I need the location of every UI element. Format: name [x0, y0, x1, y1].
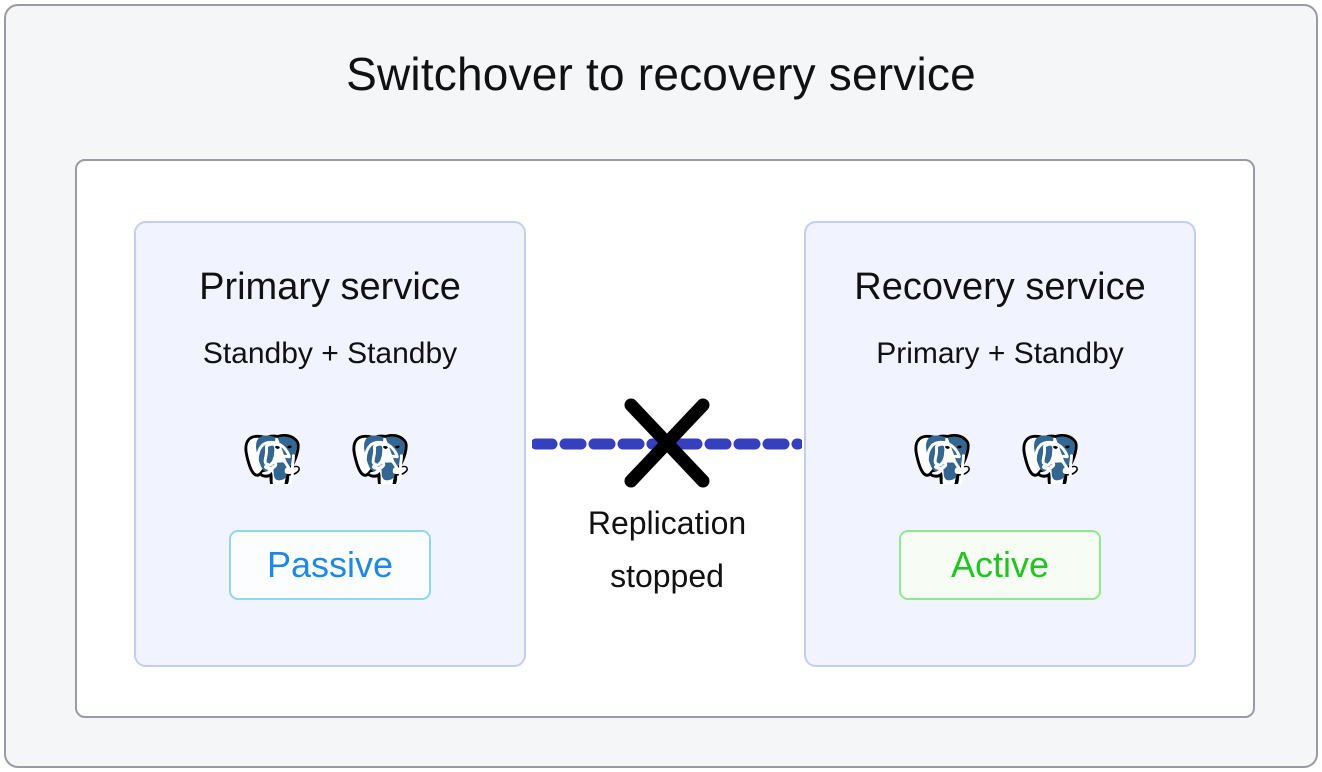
node-row	[240, 412, 420, 484]
page-title: Switchover to recovery service	[346, 48, 976, 100]
service-title: Primary service	[199, 266, 461, 308]
postgresql-elephant-icon	[352, 433, 408, 484]
status-badge[interactable]: Active	[899, 529, 1101, 600]
postgresql-elephant-icon	[244, 433, 300, 484]
replication-caption-line-1: Replication	[587, 505, 747, 541]
diagram-panel: Primary service Standby + Standby	[75, 159, 1255, 718]
postgresql-elephant-icon	[914, 433, 970, 484]
service-card-primary[interactable]: Primary service Standby + Standby	[134, 221, 526, 667]
status-badge[interactable]: Passive	[229, 529, 431, 600]
replication-caption-line-2: stopped	[610, 557, 724, 594]
node-row	[910, 412, 1090, 484]
replication-connector: Replication stopped	[532, 341, 802, 601]
service-subtitle: Standby + Standby	[202, 336, 458, 370]
cross-mark-icon	[624, 398, 710, 488]
service-card-recovery[interactable]: Recovery service Primary + Standby	[804, 221, 1196, 667]
service-title: Recovery service	[854, 266, 1146, 308]
outer-frame: Switchover to recovery service Primary s…	[4, 4, 1318, 768]
postgresql-elephant-icon	[1022, 433, 1078, 484]
replication-caption: Replication stopped	[512, 497, 822, 603]
service-subtitle: Primary + Standby	[876, 336, 1124, 370]
